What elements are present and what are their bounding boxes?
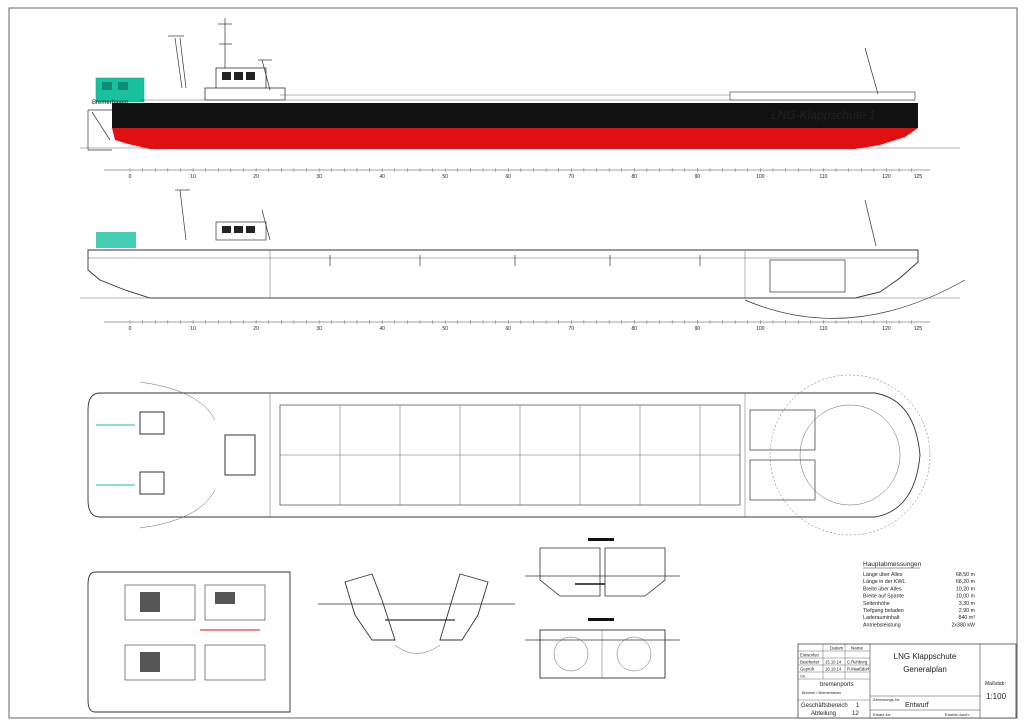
scale-label: 30 (316, 326, 322, 332)
dimension-value: 68,20 m (956, 579, 976, 585)
dimension-label: Länge in der KWL (863, 579, 905, 585)
col-name: Name (851, 646, 864, 651)
plan-view (87, 374, 931, 536)
scale-label: 30 (316, 174, 322, 180)
scale-label: 120 (882, 174, 891, 180)
scale-label: 40 (379, 174, 385, 180)
col-datum: Datum (830, 646, 844, 651)
abteilung-nr: 12 (852, 711, 859, 717)
dimension-value: 10,20 m (956, 586, 976, 592)
scale-bar-2: 0 10 20 30 40 50 60 70 80 90 100 110 120 125 (104, 320, 930, 332)
dimension-value: 2x380 kW (951, 622, 975, 628)
scale-label: 50 (442, 326, 448, 332)
scale-label: 20 (253, 326, 259, 332)
scale-label: 125 (914, 326, 923, 332)
scale-label: 10 (190, 326, 196, 332)
dimension-label: Laderauminhalt (863, 615, 900, 621)
title-block-role: Ax. (800, 674, 806, 679)
hull-bottom (112, 128, 918, 149)
port-marking: Bremerhaven (92, 100, 128, 106)
dimension-value: 3,30 m (959, 601, 976, 607)
midship-section-upper (525, 538, 680, 597)
profile-view-section (80, 189, 966, 319)
midship-section-lower (525, 618, 680, 679)
massstab-value: 1:100 (986, 692, 1007, 701)
scale-label: 0 (129, 174, 132, 180)
scale-label: 90 (695, 174, 701, 180)
title-block-name: C.Rehberg (847, 660, 868, 665)
hull-topside (112, 103, 918, 128)
dimension-value: 68,50 m (956, 572, 976, 578)
title-block-role: Geprüft (800, 667, 815, 672)
scale-label: 70 (568, 174, 574, 180)
company-logo: bremenports (820, 682, 854, 688)
hopper-section (318, 573, 515, 654)
dimension-label: Breite auf Spante (863, 594, 904, 600)
title-block-date: 16.10.14 (825, 667, 842, 672)
hull-name: LNG-Klappschute 1 (771, 108, 876, 122)
bereich-nr: 1 (856, 703, 860, 709)
title-block-date: 15.10.14 (825, 660, 842, 665)
scale-label: 50 (442, 174, 448, 180)
scale-label: 110 (819, 174, 827, 180)
ersetzt-durch: Ersetzt durch: (945, 712, 970, 717)
scale-bar-1: 0 10 20 30 40 50 60 70 80 90 100 110 120 125 (104, 168, 930, 180)
profile-view-colored: Bremerhaven LNG-Klappschute 1 (80, 18, 960, 151)
dimension-label: Seitenhöhe (863, 601, 890, 607)
drawing-frame (8, 7, 1018, 719)
scale-label: 100 (756, 326, 765, 332)
scale-label: 0 (129, 326, 132, 332)
abteilung-label: Abteilung (811, 711, 836, 717)
massstab-label: Maßstab: (985, 681, 1006, 687)
dimension-label: Breite über Alles (863, 586, 902, 592)
dimension-value: 2,90 m (959, 608, 976, 614)
dimension-label: Antriebsleistung (863, 622, 901, 628)
main-dimensions: Hauptabmessungen Länge über Alles 68,50 m… (863, 561, 976, 628)
title-block-name: R.Maaßdorf (847, 667, 870, 672)
scale-label: 125 (914, 174, 923, 180)
zeichnung-label: Zeichnungs-Nr. (873, 697, 900, 702)
company-sub: Bremen / Bremerhaven (802, 691, 841, 695)
dimension-value: 10,00 m (956, 594, 976, 600)
drawing-title: Generalplan (903, 665, 947, 674)
title-block-role: Entworfen (800, 653, 820, 658)
project-title: LNG Klappschute (894, 652, 957, 661)
scale-label: 60 (505, 326, 511, 332)
scale-label: 80 (632, 326, 638, 332)
scale-label: 120 (882, 326, 891, 332)
scale-label: 110 (819, 326, 827, 332)
scale-label: 20 (253, 174, 259, 180)
dimension-value: 840 m³ (959, 615, 976, 621)
scale-label: 60 (505, 174, 511, 180)
scale-label: 40 (379, 326, 385, 332)
status-value: Entwurf (905, 702, 929, 709)
dimensions-title: Hauptabmessungen (863, 561, 922, 568)
scale-label: 80 (632, 174, 638, 180)
scale-label: 10 (190, 174, 196, 180)
title-block-role: Bearbeitet (800, 660, 820, 665)
scale-label: 100 (756, 174, 765, 180)
bereich-label: Geschäftsbereich (801, 703, 848, 709)
scale-label: 70 (568, 326, 574, 332)
scale-label: 90 (695, 326, 701, 332)
ersatz-fuer: Ersatz für: (873, 712, 891, 717)
dimension-label: Tiefgang beladen (863, 608, 904, 614)
engine-room-plan (87, 571, 291, 713)
dimension-label: Länge über Alles (863, 572, 903, 578)
